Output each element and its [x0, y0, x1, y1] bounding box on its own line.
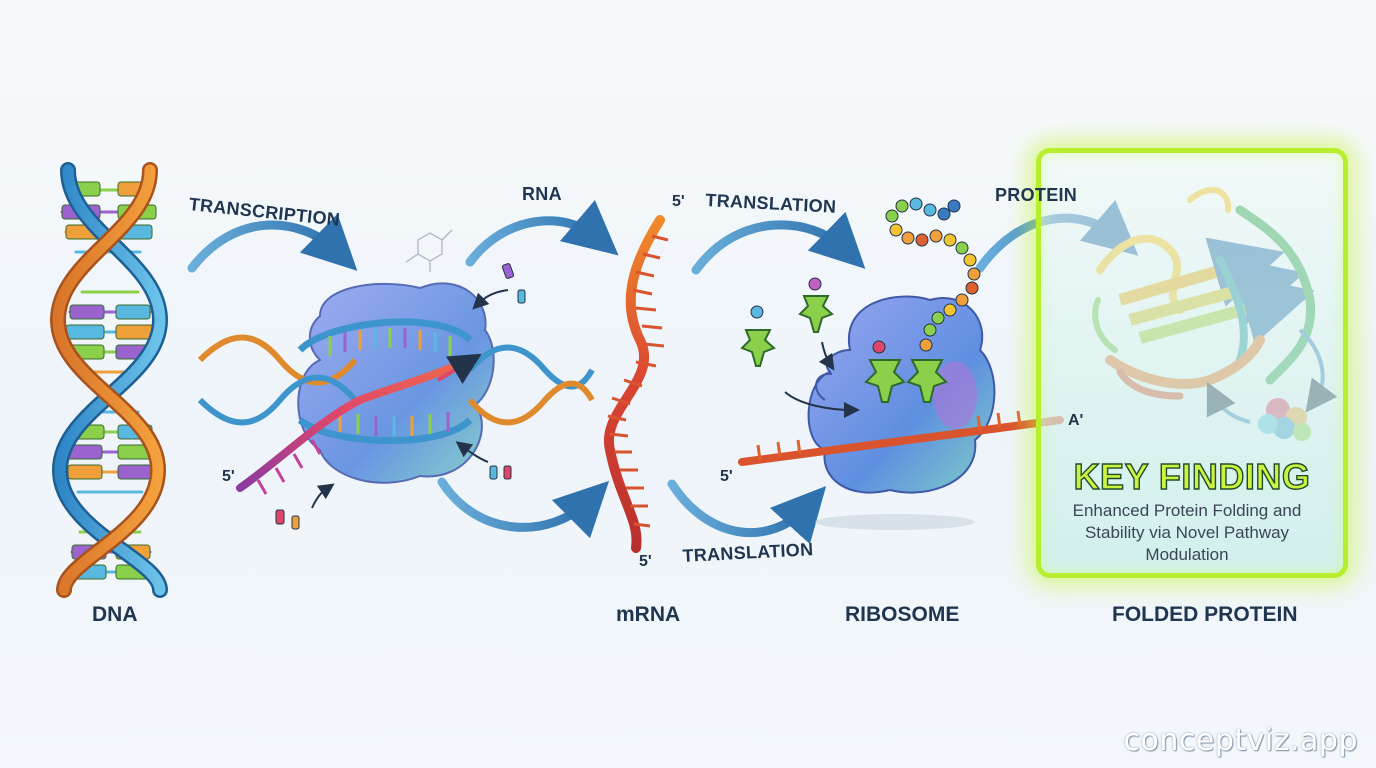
ribosome-complex	[738, 197, 1064, 530]
key-finding-text: Enhanced Protein Folding and Stability v…	[1072, 501, 1302, 564]
three-prime-tail-label: A'	[1068, 412, 1084, 429]
process-label-protein: PROTEIN	[995, 185, 1078, 205]
dna-double-helix	[49, 162, 169, 598]
stage-label-folded-protein: FOLDED PROTEIN	[1112, 603, 1298, 626]
stage-label-ribosome: RIBOSOME	[845, 603, 960, 626]
five-prime-end-mrna-top: 5'	[672, 193, 685, 210]
five-prime-end-transcript: 5'	[222, 468, 235, 485]
five-prime-end-mrna-bottom: 5'	[639, 553, 652, 570]
process-label-rna: RNA	[522, 184, 562, 204]
key-finding-title: KEY FINDING	[1073, 455, 1311, 497]
five-prime-end-ribosome-mrna: 5'	[720, 468, 733, 485]
transcription-complex	[197, 229, 595, 530]
key-finding-panel	[1036, 148, 1348, 578]
watermark: conceptviz.app	[1123, 723, 1358, 758]
stage-label-mrna: mRNA	[616, 603, 681, 626]
mrna-strand	[603, 215, 669, 553]
key-finding-content: KEY FINDING Enhanced Protein Folding and…	[1036, 148, 1348, 578]
stage-label-dna: DNA	[92, 603, 138, 626]
